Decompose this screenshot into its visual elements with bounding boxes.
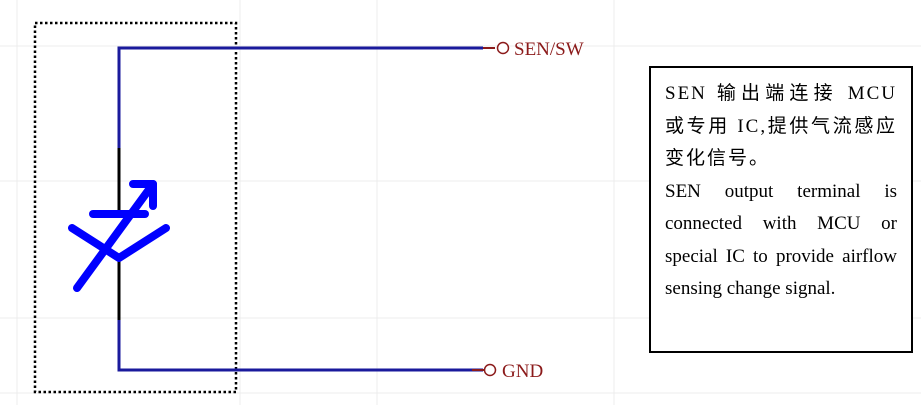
- wire-bottom: [117, 318, 483, 372]
- pin-stubs: [483, 47, 495, 49]
- wire-top: [117, 46, 483, 148]
- variable-sensor-symbol: [68, 180, 170, 292]
- note-chinese-text: SEN 输出端连接 MCU 或专用 IC,提供气流感应变化信号。: [665, 83, 897, 169]
- description-note: SEN 输出端连接 MCU 或专用 IC,提供气流感应变化信号。 SEN out…: [649, 66, 913, 353]
- component-outline: [33, 21, 238, 394]
- pin-label-gnd: GND: [502, 361, 543, 382]
- sensor-bottom-plate: [68, 224, 170, 262]
- note-english-text: SEN output terminal is connected with MC…: [665, 180, 897, 300]
- sensor-arrow-head: [129, 180, 157, 210]
- pin-terminal-sen-sw[interactable]: [496, 41, 510, 55]
- wires: [117, 46, 483, 372]
- pin-terminal-gnd[interactable]: [483, 363, 497, 377]
- pin-label-sen-sw: SEN/SW: [514, 39, 584, 60]
- sensor-arrow-shaft: [73, 180, 157, 292]
